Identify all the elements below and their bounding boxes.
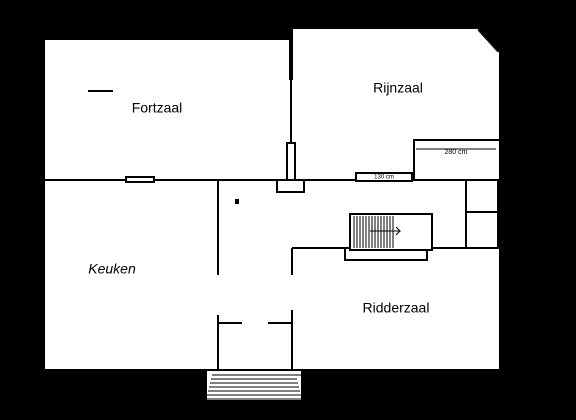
staircase bbox=[349, 213, 433, 251]
wall-rijnzaal-outline bbox=[292, 27, 501, 248]
staircase-outline bbox=[349, 213, 433, 251]
wall-alcove bbox=[413, 139, 500, 180]
dim-rijnzaal-corner: 60 bbox=[509, 38, 516, 46]
dimension-lines bbox=[39, 21, 505, 376]
room-label-ridderzaal: Ridderzaal bbox=[363, 300, 430, 316]
corner-marker bbox=[235, 199, 239, 204]
dim-ridderzaal-width: 710 cm bbox=[373, 380, 396, 387]
entrance-steps bbox=[206, 374, 302, 400]
room-label-fortzaal: Fortzaal bbox=[132, 100, 183, 116]
dim-alcove-width: 280 cm bbox=[445, 149, 468, 156]
dim-rijnzaal-bar: 130 cm bbox=[374, 175, 394, 181]
walls bbox=[43, 27, 501, 371]
fireplace bbox=[276, 179, 305, 193]
floor-hall bbox=[44, 180, 499, 370]
floor-fortzaal bbox=[44, 39, 290, 180]
floor-rijnzaal bbox=[292, 28, 500, 180]
corner-diagonal bbox=[477, 29, 499, 53]
dim-ridderzaal-height: 300 cm bbox=[509, 288, 516, 311]
pillar-center bbox=[286, 142, 296, 184]
room-labels: Fortzaal Rijnzaal Keuken Ridderzaal bbox=[88, 80, 429, 316]
rijnzaal-bar bbox=[355, 172, 413, 182]
floor-areas bbox=[44, 28, 500, 400]
dimension-labels: 900 cm 590 cm 720 cm 60 300 cm 280 cm 15… bbox=[30, 16, 516, 387]
cabinet-right bbox=[465, 179, 499, 249]
room-label-keuken: Keuken bbox=[88, 261, 136, 277]
dim-fortzaal-width: 900 cm bbox=[137, 27, 160, 34]
room-label-rijnzaal: Rijnzaal bbox=[373, 80, 423, 96]
stair-direction-arrow bbox=[370, 226, 402, 236]
dim-alcove-height: 150 bbox=[509, 154, 516, 166]
dim-fortzaal-height: 590 cm bbox=[30, 91, 37, 114]
dim-rijnzaal-width: 720 cm bbox=[385, 16, 408, 23]
window-fortzaal bbox=[125, 176, 155, 183]
stair-steps bbox=[353, 216, 402, 248]
dim-rijnzaal-height: 300 cm bbox=[509, 82, 516, 105]
